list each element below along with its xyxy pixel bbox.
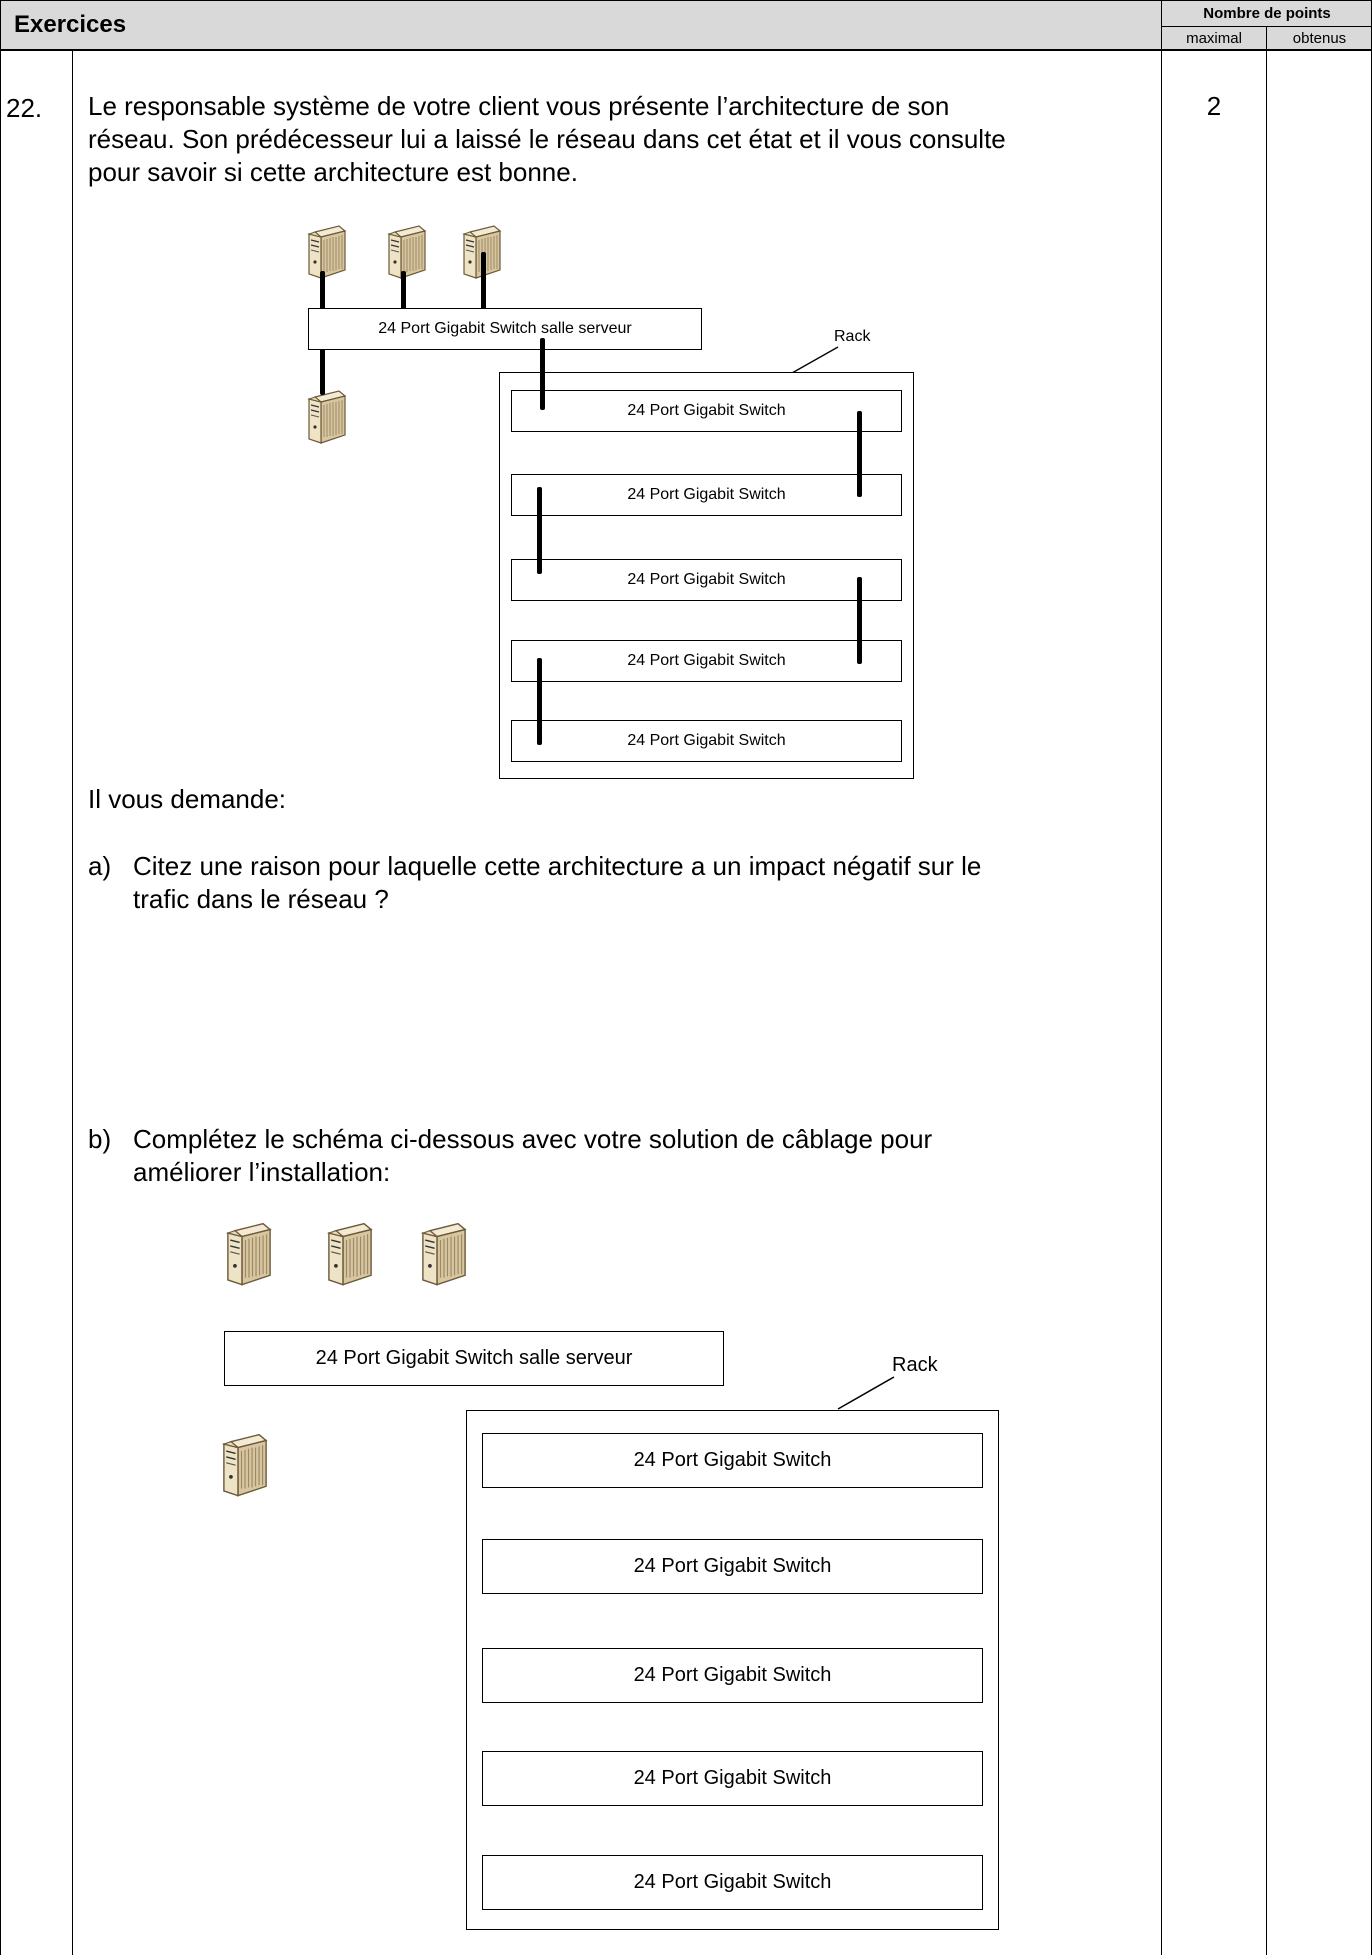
server-icon bbox=[420, 1219, 468, 1287]
left-border bbox=[0, 0, 1, 1955]
server-icon bbox=[326, 1219, 374, 1287]
cable bbox=[537, 487, 542, 574]
rack-label: Rack bbox=[892, 1354, 938, 1376]
rack-switch-3: 24 Port Gigabit Switch bbox=[482, 1648, 983, 1703]
header-band bbox=[0, 0, 1372, 50]
table-top-border bbox=[0, 0, 1372, 1]
server-icon bbox=[307, 222, 347, 280]
max-points-value: 2 bbox=[1206, 91, 1222, 121]
rack-switch-1: 24 Port Gigabit Switch bbox=[482, 1433, 983, 1488]
number-column-border bbox=[72, 50, 73, 1955]
question-b-line-2: améliorer l’installation: bbox=[133, 1157, 391, 1187]
question-a-letter: a) bbox=[88, 851, 112, 881]
rack-switch-3: 24 Port Gigabit Switch bbox=[511, 559, 902, 601]
rack-switch-1: 24 Port Gigabit Switch bbox=[511, 390, 902, 432]
rack-label-leader bbox=[837, 1376, 895, 1410]
cable bbox=[857, 577, 862, 664]
intro-line-2: réseau. Son prédécesseur lui a laissé le… bbox=[88, 124, 1006, 154]
content-column-border bbox=[1161, 0, 1162, 1955]
cable bbox=[320, 347, 325, 395]
server-icon bbox=[387, 222, 427, 280]
cable bbox=[537, 658, 542, 745]
cable bbox=[401, 271, 406, 310]
server-room-switch: 24 Port Gigabit Switch salle serveur bbox=[224, 1331, 724, 1386]
question-b-line-1: Complétez le schéma ci-dessous avec votr… bbox=[133, 1124, 933, 1154]
cable bbox=[857, 411, 862, 497]
rack-switch-5: 24 Port Gigabit Switch bbox=[511, 720, 902, 762]
cable bbox=[540, 338, 545, 410]
points-subheader-border bbox=[1162, 26, 1372, 27]
max-header: maximal bbox=[1186, 30, 1242, 47]
points-header: Nombre de points bbox=[1203, 5, 1331, 22]
rack-label: Rack bbox=[834, 328, 871, 345]
points-split-border bbox=[1266, 26, 1267, 1955]
rack-label-leader bbox=[791, 346, 839, 374]
server-icon bbox=[221, 1430, 269, 1498]
rack-switch-2: 24 Port Gigabit Switch bbox=[511, 474, 902, 516]
page-title: Exercices bbox=[14, 11, 127, 38]
cable bbox=[320, 271, 325, 310]
obtained-header: obtenus bbox=[1292, 30, 1347, 47]
rack-switch-4: 24 Port Gigabit Switch bbox=[482, 1751, 983, 1806]
ask-text: Il vous demande: bbox=[88, 784, 287, 814]
intro-line-3: pour savoir si cette architecture est bo… bbox=[88, 157, 578, 187]
rack-switch-2: 24 Port Gigabit Switch bbox=[482, 1539, 983, 1594]
rack-switch-4: 24 Port Gigabit Switch bbox=[511, 640, 902, 682]
server-icon bbox=[307, 387, 347, 445]
question-a-line-2: trafic dans le réseau ? bbox=[133, 884, 389, 914]
server-icon bbox=[225, 1219, 273, 1287]
intro-line-1: Le responsable système de votre client v… bbox=[88, 91, 950, 121]
exercise-number: 22. bbox=[6, 93, 43, 123]
header-bottom-border bbox=[0, 49, 1372, 51]
question-b-letter: b) bbox=[88, 1124, 112, 1154]
server-room-switch: 24 Port Gigabit Switch salle serveur bbox=[308, 308, 702, 350]
question-a-line-1: Citez une raison pour laquelle cette arc… bbox=[133, 851, 982, 881]
cable bbox=[481, 252, 486, 310]
rack-switch-5: 24 Port Gigabit Switch bbox=[482, 1855, 983, 1910]
